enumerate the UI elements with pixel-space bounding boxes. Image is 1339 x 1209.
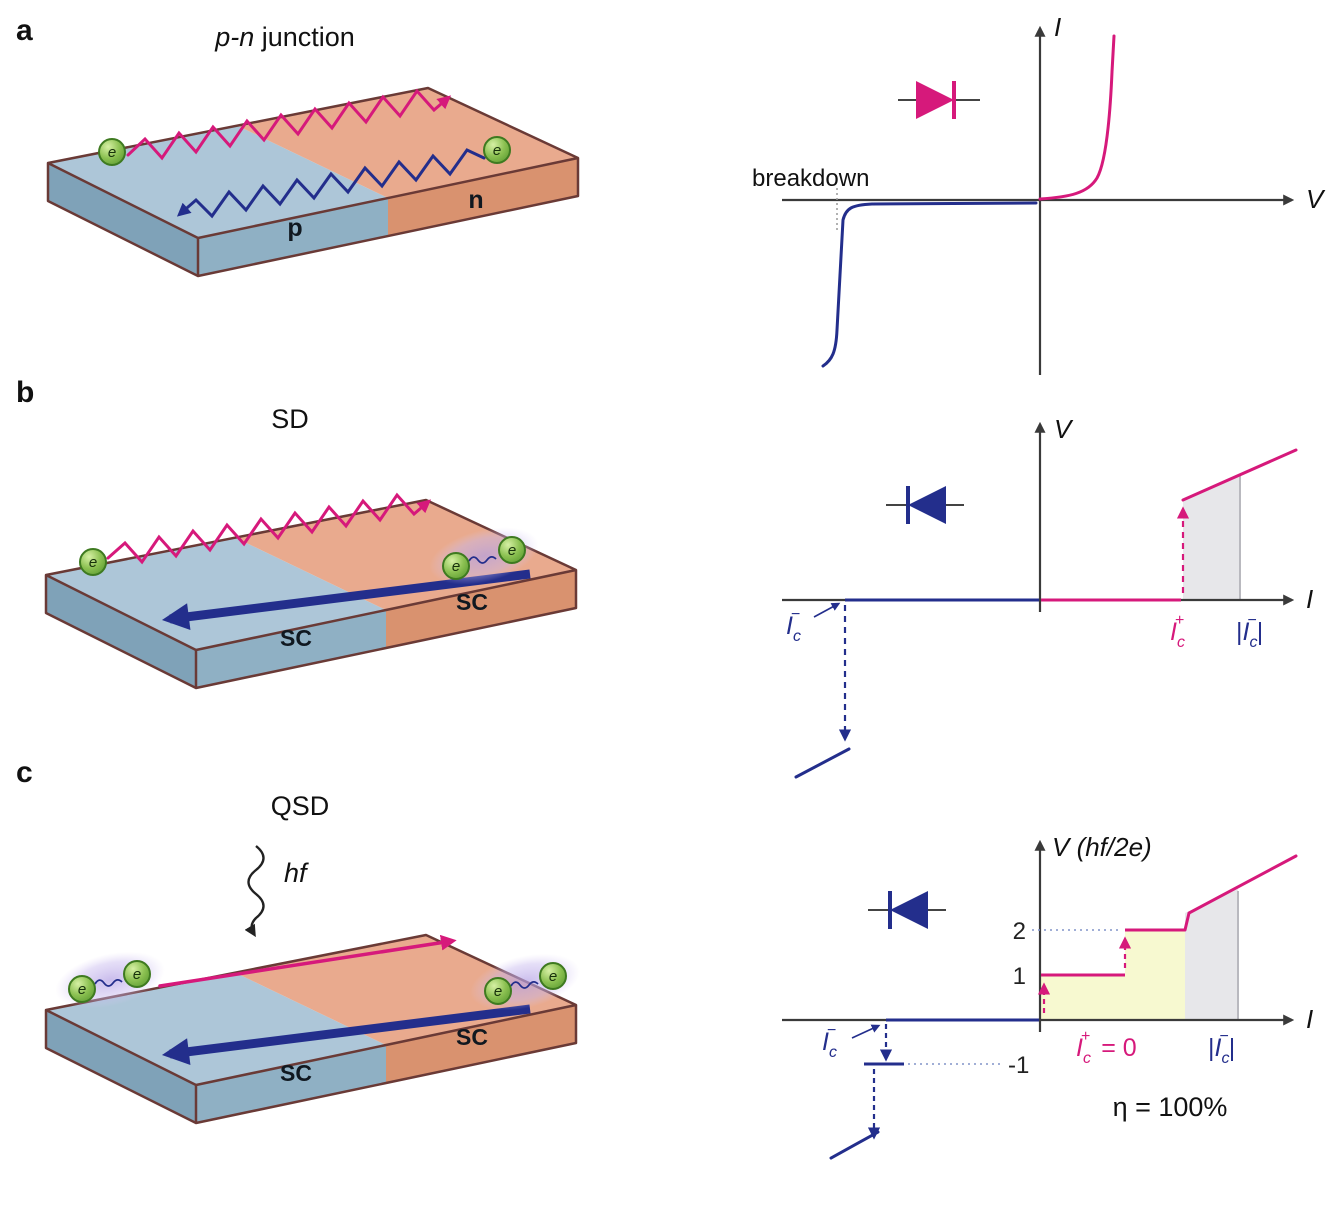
ic-minus-label: Ic− bbox=[822, 1022, 837, 1061]
pair-forward-arrow bbox=[158, 934, 457, 988]
plot-a-iv-curve: I V breakdown bbox=[752, 12, 1326, 375]
panel-c-label: c bbox=[16, 756, 33, 789]
panel-a-title: p-n junction bbox=[214, 22, 355, 52]
panel-b-label: b bbox=[16, 376, 34, 409]
panel-b-title: SD bbox=[271, 404, 309, 434]
x-axis-label: I bbox=[1306, 584, 1313, 614]
abs-ic-minus-label: |Ic−| bbox=[1208, 1028, 1235, 1067]
electron-label: e bbox=[89, 554, 97, 571]
electron-label: e bbox=[108, 144, 116, 161]
y-axis-label: V bbox=[1054, 414, 1074, 444]
y-axis-label: V (hf/2e) bbox=[1052, 832, 1152, 862]
breakdown-label: breakdown bbox=[752, 165, 869, 192]
electron-path-forward-arrow bbox=[126, 88, 452, 161]
resistive-branch-positive bbox=[1181, 448, 1298, 502]
x-axis-label: V bbox=[1306, 184, 1326, 214]
sc-left-label: SC bbox=[280, 625, 312, 651]
electron-body bbox=[484, 977, 512, 1005]
electron-body bbox=[68, 975, 96, 1003]
y-axis-label: I bbox=[1054, 12, 1061, 42]
x-axis-label: I bbox=[1306, 1004, 1313, 1034]
panel-c: c QSD hf SC SC e e e e bbox=[16, 756, 1313, 1160]
hysteresis-shaded-region bbox=[1183, 474, 1240, 599]
p-region-label: p bbox=[287, 214, 302, 242]
electron-body bbox=[483, 136, 511, 164]
pairing-squiggle bbox=[468, 555, 497, 564]
pairing-squiggle bbox=[510, 980, 539, 989]
step-one-tick: 1 bbox=[1013, 963, 1026, 990]
forward-current-curve bbox=[1038, 34, 1116, 201]
diode-symbol-reverse bbox=[868, 891, 946, 929]
panel-b: b SD SC SC e e e V I bbox=[16, 376, 1313, 779]
diode-symbol-reverse bbox=[886, 486, 964, 524]
ic-plus-label: Ic+ bbox=[1170, 612, 1185, 651]
electron-label: e bbox=[494, 983, 502, 1000]
plot-c-qsd-vi-curve: V (hf/2e) I 1 2 -1 Ic− Ic+ bbox=[782, 832, 1313, 1160]
reverse-current-curve bbox=[821, 201, 1038, 368]
panel-a-label: a bbox=[16, 14, 33, 47]
electron-label: e bbox=[508, 542, 516, 559]
electron-path-reverse-arrow bbox=[176, 148, 486, 219]
electron-label: e bbox=[493, 142, 501, 159]
abs-ic-minus-label: |Ic−| bbox=[1236, 612, 1263, 651]
photon-label: hf bbox=[284, 858, 309, 888]
pn-junction-slab bbox=[46, 86, 580, 278]
electron-body bbox=[98, 138, 126, 166]
electron: e bbox=[442, 552, 470, 580]
electron-label: e bbox=[133, 966, 141, 983]
resistive-branch-positive bbox=[1183, 854, 1298, 932]
quasiparticle-path-arrow bbox=[106, 492, 432, 565]
resistive-branch-negative bbox=[829, 1130, 880, 1160]
ic-minus-pointer-arrow bbox=[813, 602, 841, 618]
photon-wave-arrow bbox=[244, 845, 265, 938]
n-region-label: n bbox=[468, 186, 483, 214]
panel-a: a p-n junction p n e e I V bbox=[16, 12, 1326, 375]
sc-right-label: SC bbox=[456, 589, 488, 615]
electron: e bbox=[98, 138, 126, 166]
electron: e bbox=[68, 975, 96, 1003]
electron-body bbox=[79, 548, 107, 576]
supercurrent-arrow bbox=[161, 1004, 531, 1066]
plot-b-sd-vi-curve: V I Ic− Ic+ |Ic−| bbox=[782, 414, 1313, 779]
electron: e bbox=[539, 962, 567, 990]
panel-a-title-var: p-n bbox=[214, 22, 254, 52]
diode-triangle bbox=[890, 891, 928, 929]
ic-minus-pointer-arrow bbox=[851, 1024, 881, 1039]
panel-a-title-rest: junction bbox=[254, 22, 355, 52]
step-two-tick: 2 bbox=[1013, 918, 1026, 945]
electron: e bbox=[79, 548, 107, 576]
diode-symbol-forward bbox=[898, 81, 980, 119]
diode-triangle bbox=[908, 486, 946, 524]
electron-body bbox=[123, 960, 151, 988]
electron-label: e bbox=[78, 981, 86, 998]
quantized-area-shaded-region bbox=[1041, 930, 1185, 1019]
ic-minus-label: Ic− bbox=[786, 606, 801, 645]
electron: e bbox=[484, 977, 512, 1005]
electron: e bbox=[123, 960, 151, 988]
electron-body bbox=[442, 552, 470, 580]
diode-triangle bbox=[916, 81, 954, 119]
resistive-branch-negative bbox=[794, 747, 851, 779]
electron: e bbox=[483, 136, 511, 164]
electron-body bbox=[498, 536, 526, 564]
sc-left-label: SC bbox=[280, 1060, 312, 1086]
efficiency-label: η = 100% bbox=[1113, 1092, 1228, 1122]
electron-body bbox=[539, 962, 567, 990]
electron-label: e bbox=[549, 968, 557, 985]
sc-right-label: SC bbox=[456, 1024, 488, 1050]
electron-label: e bbox=[452, 558, 460, 575]
panel-c-title: QSD bbox=[271, 791, 330, 821]
hysteresis-shaded-region bbox=[1185, 889, 1238, 1019]
ic-plus-zero-label: Ic+ = 0 bbox=[1076, 1028, 1137, 1067]
step-neg-one-tick: -1 bbox=[1008, 1052, 1029, 1079]
electron: e bbox=[498, 536, 526, 564]
pairing-squiggle bbox=[94, 978, 123, 987]
